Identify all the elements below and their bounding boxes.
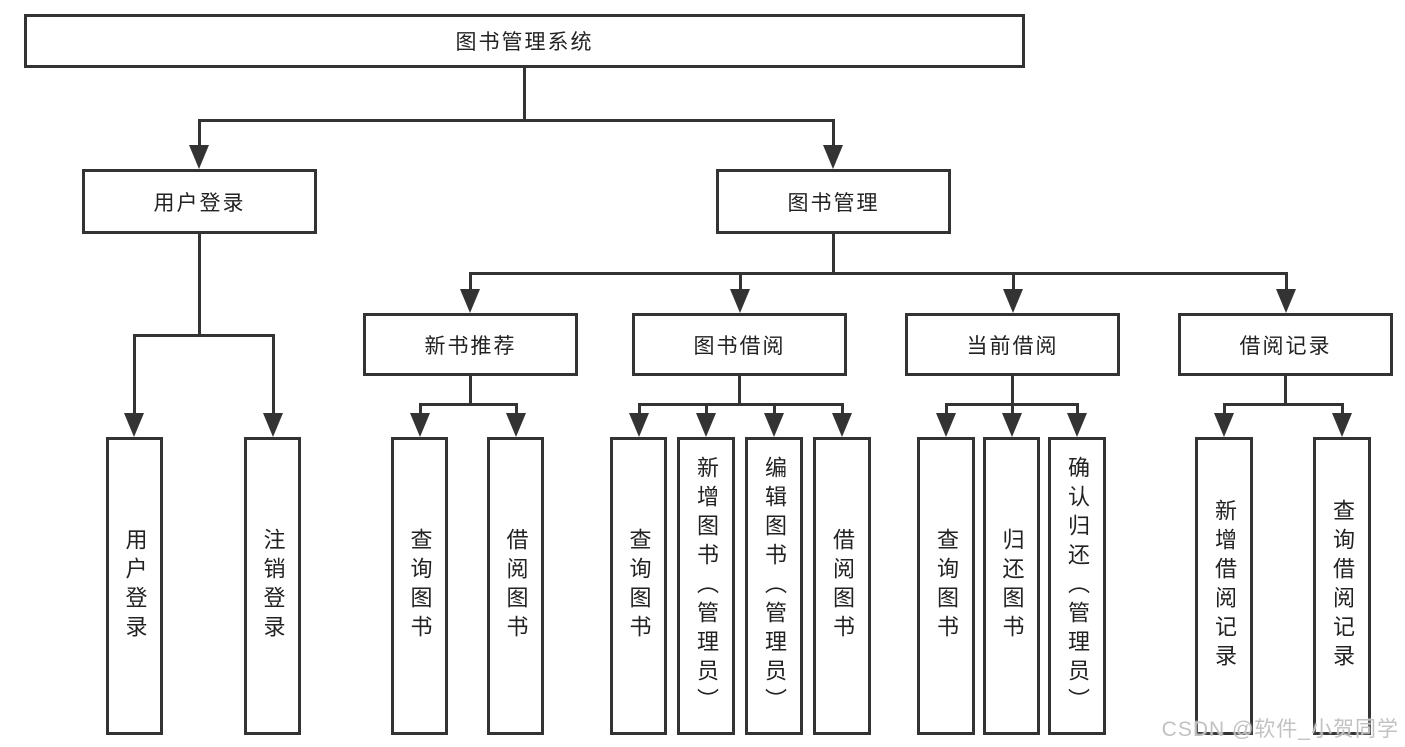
leaf-bb-add-book-admin-label: 新增图书（管理员） [694, 455, 719, 717]
connector-drop-nb-query [419, 403, 422, 415]
connector-new-book-recommend-split [419, 403, 517, 406]
node-user-login: 用户登录 [82, 169, 317, 234]
node-borrow-record-label: 借阅记录 [1239, 334, 1332, 358]
node-new-book-recommend-label: 新书推荐 [424, 334, 517, 358]
arrowhead-nb-borrow [506, 413, 526, 437]
leaf-nb-query-book-label: 查询图书 [407, 528, 433, 644]
leaf-nb-query-book: 查询图书 [391, 437, 448, 735]
leaf-bb-borrow-book-label: 借阅图书 [830, 528, 855, 644]
connector-drop-nb-borrow [515, 403, 518, 415]
leaf-br-add-record: 新增借阅记录 [1195, 437, 1253, 735]
node-book-management-label: 图书管理 [787, 191, 880, 215]
leaf-cb-return-book-label: 归还图书 [999, 528, 1025, 644]
connector-book-management-split [469, 272, 1288, 275]
leaf-br-query-record: 查询借阅记录 [1313, 437, 1371, 735]
arrowhead-bb-edit [764, 413, 784, 437]
leaf-logout-login-label: 注销登录 [260, 528, 286, 644]
connector-drop-bb-add [705, 403, 708, 415]
leaf-nb-borrow-book-label: 借阅图书 [503, 528, 529, 644]
node-new-book-recommend: 新书推荐 [363, 313, 578, 376]
leaf-user-login-label: 用户登录 [122, 528, 148, 644]
connector-book-management-stem [832, 233, 835, 275]
node-root-label: 图书管理系统 [455, 31, 594, 54]
node-user-login-label: 用户登录 [153, 191, 246, 215]
arrowhead-book-borrow [730, 289, 750, 313]
arrowhead-leaf-user-login [124, 413, 144, 437]
connector-drop-user-login [198, 119, 201, 148]
leaf-logout-login: 注销登录 [244, 437, 301, 735]
leaf-bb-query-book: 查询图书 [610, 437, 667, 735]
connector-drop-leaf-logout [272, 334, 275, 415]
node-current-borrow: 当前借阅 [905, 313, 1120, 376]
leaf-cb-query-book: 查询图书 [917, 437, 975, 735]
arrowhead-cb-query [936, 413, 956, 437]
connector-user-login-split [133, 334, 274, 337]
leaf-cb-query-book-label: 查询图书 [934, 528, 959, 644]
node-current-borrow-label: 当前借阅 [966, 334, 1059, 358]
node-book-borrow-label: 图书借阅 [693, 334, 786, 358]
arrowhead-user-login [189, 145, 209, 169]
leaf-cb-confirm-return-admin: 确认归还（管理员） [1048, 437, 1106, 735]
arrowhead-new-book-recommend [460, 289, 480, 313]
connector-drop-cb-return [1011, 403, 1014, 415]
connector-drop-bb-borrow [841, 403, 844, 415]
connector-current-borrow-stem [1011, 374, 1014, 406]
leaf-cb-return-book: 归还图书 [983, 437, 1040, 735]
connector-drop-br-query [1341, 403, 1344, 415]
connector-borrow-record-stem [1284, 374, 1287, 406]
connector-drop-cb-query [945, 403, 948, 415]
leaf-bb-query-book-label: 查询图书 [626, 528, 652, 644]
leaf-bb-edit-book-admin: 编辑图书（管理员） [745, 437, 803, 735]
connector-drop-book-management [832, 119, 835, 148]
arrowhead-current-borrow [1003, 289, 1023, 313]
leaf-cb-confirm-return-admin-label: 确认归还（管理员） [1065, 455, 1090, 717]
connector-borrow-record-split [1223, 403, 1343, 406]
connector-drop-cb-confirm [1076, 403, 1079, 415]
arrowhead-br-query [1332, 413, 1352, 437]
connector-book-borrow-stem [738, 374, 741, 406]
connector-drop-borrow-record [1285, 272, 1288, 292]
leaf-user-login: 用户登录 [106, 437, 163, 735]
node-borrow-record: 借阅记录 [1178, 313, 1393, 376]
arrowhead-bb-borrow [832, 413, 852, 437]
arrowhead-leaf-logout [263, 413, 283, 437]
connector-drop-current-borrow [1012, 272, 1015, 292]
connector-drop-br-add [1223, 403, 1226, 415]
connector-root-split [198, 119, 834, 122]
arrowhead-borrow-record [1276, 289, 1296, 313]
node-book-borrow: 图书借阅 [632, 313, 847, 376]
connector-root-stem [523, 67, 526, 121]
connector-drop-bb-query [638, 403, 641, 415]
node-root: 图书管理系统 [24, 14, 1025, 68]
arrowhead-book-management [823, 145, 843, 169]
connector-drop-bb-edit [773, 403, 776, 415]
connector-new-book-recommend-stem [469, 374, 472, 406]
leaf-br-add-record-label: 新增借阅记录 [1212, 499, 1237, 673]
leaf-bb-borrow-book: 借阅图书 [813, 437, 871, 735]
arrowhead-br-add [1214, 413, 1234, 437]
connector-book-borrow-split [638, 403, 843, 406]
node-book-management: 图书管理 [716, 169, 951, 234]
leaf-bb-add-book-admin: 新增图书（管理员） [677, 437, 735, 735]
leaf-bb-edit-book-admin-label: 编辑图书（管理员） [762, 455, 787, 717]
connector-drop-new-book-recommend [469, 272, 472, 292]
leaf-br-query-record-label: 查询借阅记录 [1330, 499, 1355, 673]
arrowhead-cb-return [1002, 413, 1022, 437]
connector-user-login-stem [198, 233, 201, 337]
arrowhead-bb-add [696, 413, 716, 437]
connector-drop-book-borrow [739, 272, 742, 292]
arrowhead-cb-confirm [1067, 413, 1087, 437]
arrowhead-bb-query [629, 413, 649, 437]
csdn-watermark: CSDN @软件_小贺同学 [1161, 718, 1399, 741]
leaf-nb-borrow-book: 借阅图书 [487, 437, 544, 735]
arrowhead-nb-query [410, 413, 430, 437]
connector-drop-leaf-user-login [133, 334, 136, 415]
